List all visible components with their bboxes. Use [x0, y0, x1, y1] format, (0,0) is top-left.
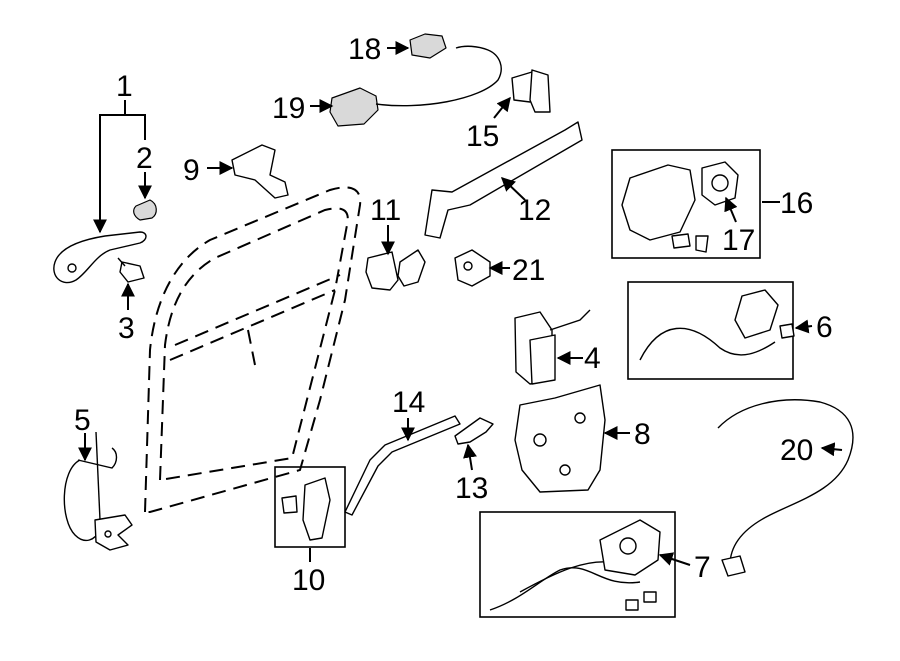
callout-14: 14: [392, 386, 425, 419]
callout-10: 10: [292, 564, 325, 597]
callout-6: 6: [816, 311, 833, 344]
harness-cable-20: [717, 399, 854, 566]
cable-18-19: [375, 45, 502, 107]
callout-17: 17: [722, 224, 755, 257]
callout-1: 1: [116, 70, 133, 103]
seal-strip-part: [344, 415, 461, 516]
callout-13: 13: [455, 472, 488, 505]
rear-lock-part: [63, 431, 133, 551]
callout-8: 8: [634, 418, 651, 451]
callout-3: 3: [118, 312, 135, 345]
harness-connector: [721, 555, 746, 577]
outside-handle-part: [53, 231, 147, 284]
callout-20: 20: [780, 434, 813, 467]
bolt-part: [117, 257, 145, 283]
part-11-bracket: [365, 249, 426, 291]
part-15-actuator: [511, 69, 551, 113]
callout-7: 7: [694, 551, 711, 584]
handle-cap-part: [133, 199, 157, 221]
part-8-panel: [514, 384, 606, 493]
callout-19: 19: [272, 92, 305, 125]
part-7-group: [479, 511, 676, 618]
callout-15: 15: [466, 120, 499, 153]
part-16-group: [611, 149, 761, 259]
part-4-actuator: [514, 309, 591, 385]
part-19-handle: [329, 87, 379, 127]
callout-12: 12: [518, 194, 551, 227]
callout-21: 21: [512, 254, 545, 287]
callout-9: 9: [183, 154, 200, 187]
callout-18: 18: [348, 33, 381, 66]
part-18-clip: [409, 33, 447, 59]
callout-labels: 1 2 3 4 5 6 7 8 9 10 11 12 13 14 15 16 1…: [74, 33, 833, 597]
door-outline: [143, 186, 362, 513]
leader-lines: [78, 41, 843, 566]
callout-16: 16: [780, 187, 813, 220]
callout-11: 11: [370, 194, 401, 227]
callout-4: 4: [584, 342, 601, 375]
part-10-group: [274, 466, 346, 548]
hinge-bracket-part: [231, 144, 289, 199]
callout-5: 5: [74, 404, 91, 437]
callout-2: 2: [136, 142, 153, 175]
part-6-group: [627, 281, 795, 380]
part-13-bracket: [454, 417, 494, 445]
part-21-striker: [454, 249, 491, 287]
